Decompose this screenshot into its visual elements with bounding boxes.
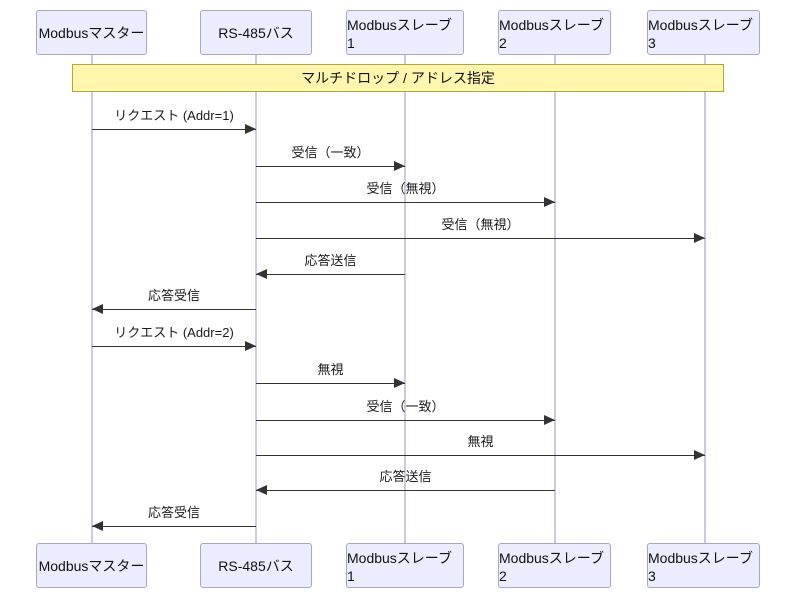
note-label: マルチドロップ / アドレス指定 — [301, 70, 495, 86]
message-label: 受信（無視） — [366, 181, 445, 196]
participant-label: Modbusスレーブ 3 — [648, 16, 753, 51]
message-line — [256, 454, 705, 456]
message-receive-ignore-slave2: 受信（無視） — [256, 177, 555, 207]
arrowhead-left-icon — [256, 485, 267, 495]
note-multidrop-addressing: マルチドロップ / アドレス指定 — [72, 64, 724, 92]
message-label: 受信（無視） — [441, 217, 520, 232]
message-label: 応答送信 — [304, 253, 357, 268]
message-line — [256, 273, 405, 275]
message-line — [256, 382, 405, 384]
participant-label: Modbusマスター — [38, 24, 145, 41]
participant-top-modbus-slave-2: Modbusスレーブ 2 — [498, 10, 611, 55]
lifeline-modbus-master — [91, 55, 93, 543]
arrowhead-right-icon — [394, 378, 405, 388]
message-label: 無視 — [467, 434, 494, 449]
participant-bottom-modbus-slave-3: Modbusスレーブ 3 — [647, 543, 760, 588]
message-label: 受信（一致） — [366, 399, 445, 414]
message-line — [256, 419, 555, 421]
message-receive-match-slave1: 受信（一致） — [256, 141, 405, 171]
message-line — [92, 345, 256, 347]
message-ignore-slave3: 無視 — [256, 430, 705, 460]
message-line — [256, 237, 705, 239]
message-ignore-slave1: 無視 — [256, 358, 405, 388]
arrowhead-left-icon — [92, 304, 103, 314]
message-line — [92, 308, 256, 310]
message-label: 無視 — [317, 362, 344, 377]
message-receive-ignore-slave3: 受信（無視） — [256, 213, 705, 243]
participant-bottom-modbus-master: Modbusマスター — [36, 543, 147, 588]
message-label: 応答受信 — [147, 288, 200, 303]
message-line — [92, 525, 256, 527]
arrowhead-right-icon — [544, 197, 555, 207]
participant-label: Modbusスレーブ 2 — [499, 16, 604, 51]
message-label: 応答受信 — [147, 505, 200, 520]
arrowhead-right-icon — [245, 124, 256, 134]
message-request-addr1: リクエスト (Addr=1) — [92, 104, 256, 134]
participant-label: RS-485バス — [218, 557, 294, 574]
arrowhead-right-icon — [394, 161, 405, 171]
participant-label: Modbusマスター — [38, 557, 145, 574]
message-line — [256, 489, 555, 491]
message-response-send-slave1: 応答送信 — [256, 249, 405, 279]
participant-label: Modbusスレーブ 2 — [499, 549, 604, 584]
message-response-receive-2: 応答受信 — [92, 501, 256, 531]
lifeline-modbus-slave-1 — [404, 55, 406, 543]
participant-label: Modbusスレーブ 3 — [648, 549, 753, 584]
lifeline-modbus-slave-3 — [704, 55, 706, 543]
arrowhead-right-icon — [544, 415, 555, 425]
participant-top-rs485-bus: RS-485バス — [200, 10, 312, 55]
message-label: 応答送信 — [379, 469, 432, 484]
message-line — [92, 128, 256, 130]
lifeline-rs485-bus — [255, 55, 257, 543]
arrowhead-right-icon — [245, 341, 256, 351]
participant-bottom-modbus-slave-1: Modbusスレーブ 1 — [346, 543, 464, 588]
arrowhead-right-icon — [694, 450, 705, 460]
message-response-receive-1: 応答受信 — [92, 284, 256, 314]
message-label: リクエスト (Addr=1) — [114, 108, 234, 123]
message-response-send-slave2: 応答送信 — [256, 465, 555, 495]
participant-label: Modbusスレーブ 1 — [347, 549, 452, 584]
participant-label: Modbusスレーブ 1 — [347, 16, 452, 51]
arrowhead-left-icon — [256, 269, 267, 279]
message-label: 受信（一致） — [291, 145, 370, 160]
message-request-addr2: リクエスト (Addr=2) — [92, 321, 256, 351]
participant-top-modbus-master: Modbusマスター — [36, 10, 147, 55]
message-label: リクエスト (Addr=2) — [114, 325, 234, 340]
participant-bottom-modbus-slave-2: Modbusスレーブ 2 — [498, 543, 611, 588]
arrowhead-right-icon — [694, 233, 705, 243]
arrowhead-left-icon — [92, 521, 103, 531]
message-receive-match-slave2: 受信（一致） — [256, 395, 555, 425]
participant-label: RS-485バス — [218, 24, 294, 41]
participant-top-modbus-slave-3: Modbusスレーブ 3 — [647, 10, 760, 55]
participant-top-modbus-slave-1: Modbusスレーブ 1 — [346, 10, 464, 55]
message-line — [256, 201, 555, 203]
message-line — [256, 165, 405, 167]
lifeline-modbus-slave-2 — [554, 55, 556, 543]
participant-bottom-rs485-bus: RS-485バス — [200, 543, 312, 588]
